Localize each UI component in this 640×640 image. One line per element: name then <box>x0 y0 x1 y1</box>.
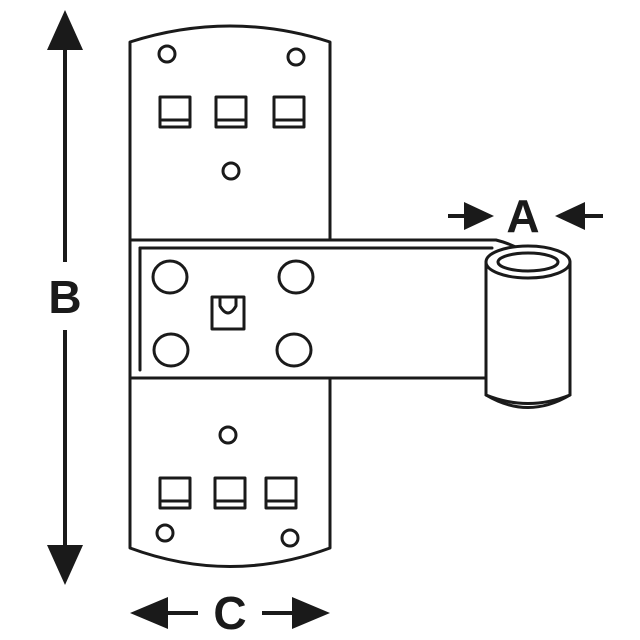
screw-hole <box>157 44 177 64</box>
hinge-barrel <box>484 244 572 409</box>
arrow-left-icon <box>130 597 168 629</box>
square-slot <box>272 95 306 129</box>
square-slot <box>158 476 192 510</box>
arrow-right-icon <box>464 202 494 230</box>
arrow-left-icon <box>555 202 585 230</box>
dimension-c: C <box>130 587 330 639</box>
screw-hole <box>218 425 238 445</box>
arrow-right-icon <box>292 597 330 629</box>
strap-square-slot <box>210 295 246 331</box>
horizontal-strap <box>128 238 532 380</box>
arrow-up-icon <box>47 10 83 50</box>
dimension-b: B <box>47 10 83 585</box>
screw-hole <box>221 161 241 181</box>
square-slot <box>213 476 247 510</box>
arrow-down-icon <box>47 545 83 585</box>
square-slot <box>158 95 192 129</box>
screw-hole <box>286 47 306 67</box>
square-slot <box>264 476 298 510</box>
strap-hole <box>152 332 190 368</box>
strap-hole <box>151 259 189 295</box>
strap-hole <box>277 259 315 295</box>
dimension-a: A <box>448 190 603 242</box>
dimension-label-c: C <box>213 587 246 639</box>
square-slot <box>214 95 248 129</box>
dimension-label-a: A <box>506 190 539 242</box>
strap-hole <box>275 332 313 368</box>
screw-hole <box>155 523 175 543</box>
screw-hole <box>280 528 300 548</box>
dimension-label-b: B <box>48 271 81 323</box>
